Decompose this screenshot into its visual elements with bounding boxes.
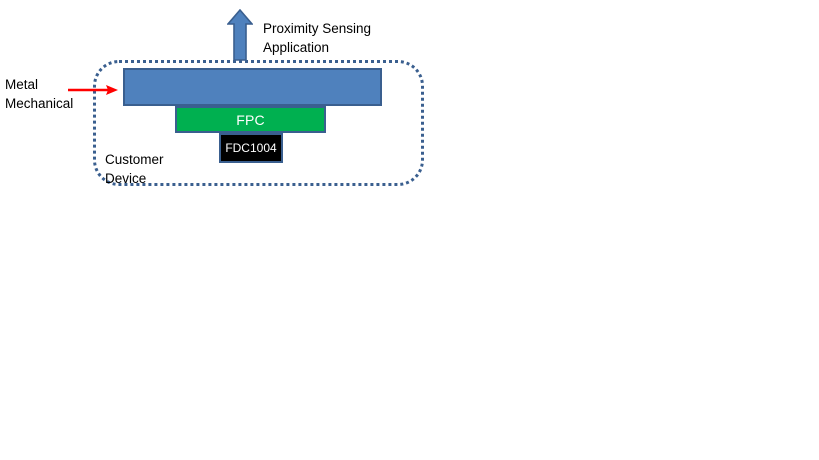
metal-mechanical-pointer-arrow-icon: [68, 85, 118, 95]
fdc1004-chip-label: FDC1004: [225, 141, 277, 155]
fpc-layer-label: FPC: [236, 111, 265, 128]
metal-mechanical-plate: [123, 68, 382, 106]
proximity-sensing-application-label: Proximity Sensing Application: [263, 21, 372, 55]
sensing-direction-arrow-icon: [227, 9, 253, 61]
fpc-layer: FPC: [175, 106, 326, 133]
customer-device-enclosure: [93, 60, 424, 186]
customer-device-label: Customer Device: [105, 152, 164, 186]
fdc1004-chip: FDC1004: [219, 133, 283, 163]
metal-mechanical-label: Metal Mechanical: [5, 77, 74, 111]
